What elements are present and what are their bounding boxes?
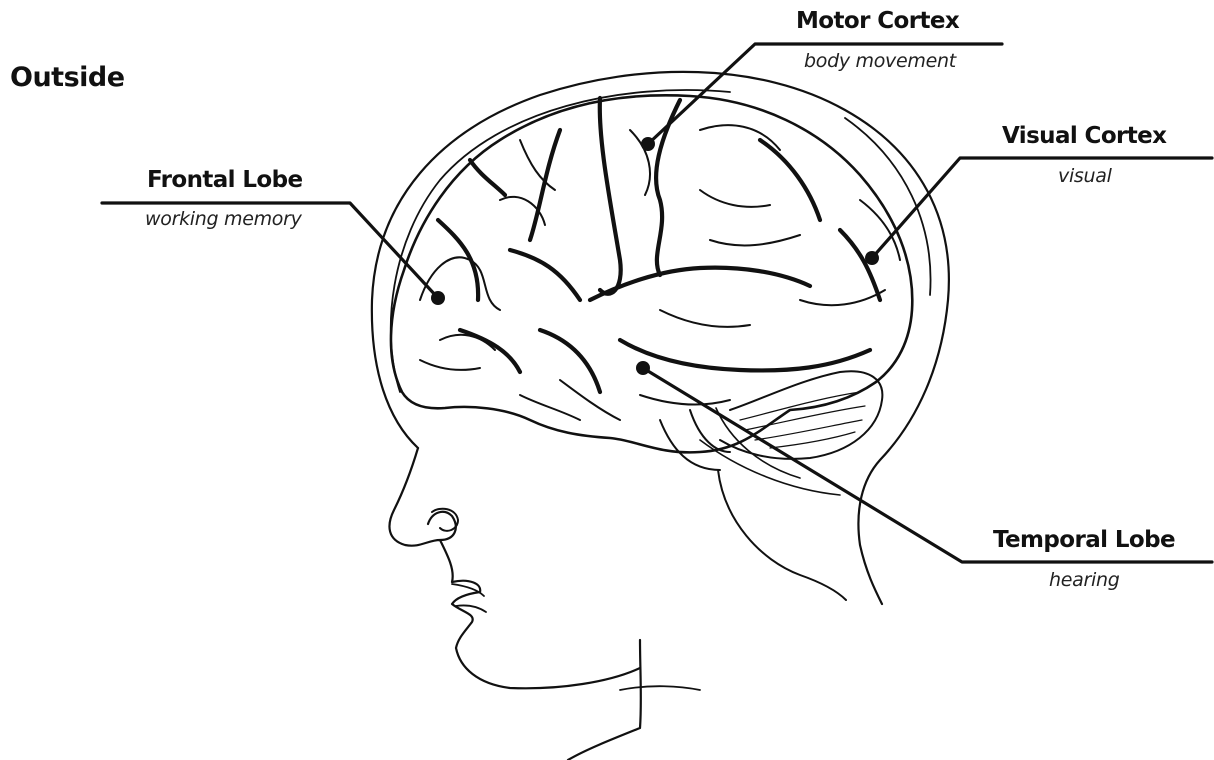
frontal-lobe-desc: working memory <box>145 208 302 230</box>
marker-visual <box>865 251 879 265</box>
motor-cortex-label: Motor Cortex <box>796 8 959 34</box>
frontal-lobe-label: Frontal Lobe <box>147 167 303 193</box>
sulci <box>438 98 880 392</box>
diagram-heading: Outside <box>10 62 125 93</box>
cerebellum <box>720 371 882 459</box>
neck-chin-line <box>620 686 700 690</box>
motor-cortex-desc: body movement <box>804 50 956 72</box>
neck-back <box>718 470 846 600</box>
leader-lines <box>102 44 1212 562</box>
neck-front <box>568 640 641 760</box>
marker-frontal <box>431 291 445 305</box>
visual-cortex-desc: visual <box>1058 165 1112 187</box>
skull-line <box>391 90 730 392</box>
face-profile <box>389 448 640 688</box>
leader-visual <box>872 158 1212 258</box>
temporal-lobe-desc: hearing <box>1049 569 1119 591</box>
temporal-lobe-label: Temporal Lobe <box>993 527 1175 553</box>
marker-motor <box>641 137 655 151</box>
visual-cortex-label: Visual Cortex <box>1002 123 1166 149</box>
marker-temporal <box>636 361 650 375</box>
